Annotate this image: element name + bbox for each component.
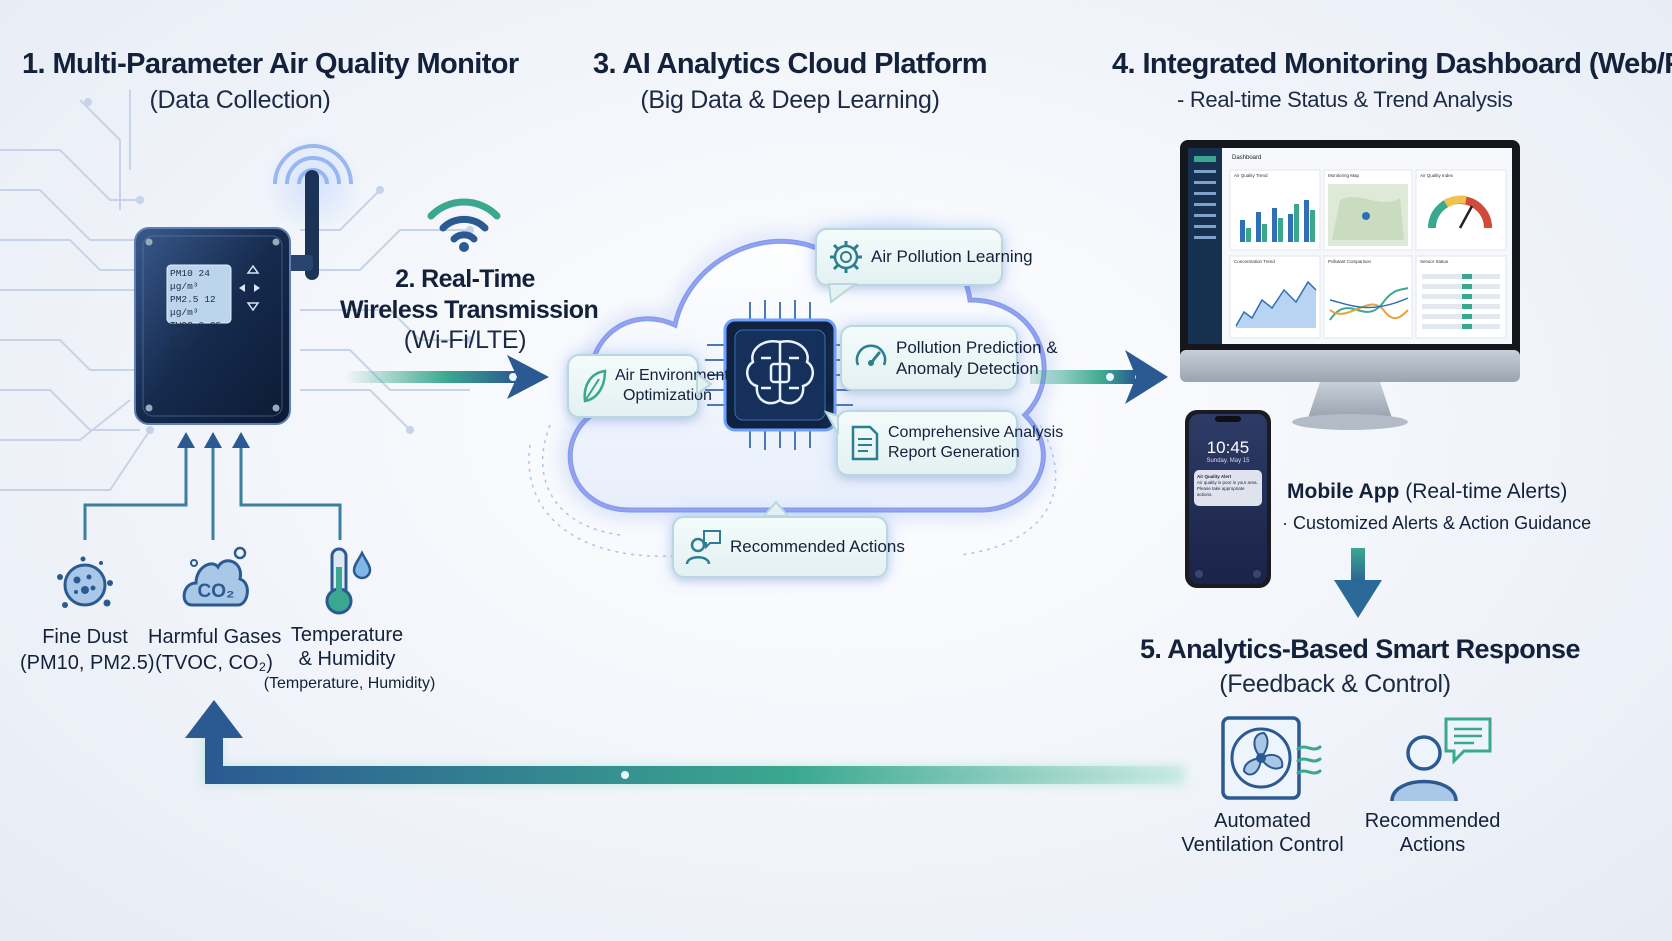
smartphone bbox=[1185, 410, 1271, 588]
callout-tail-actions bbox=[761, 500, 791, 517]
thermometer-droplet-icon bbox=[325, 547, 372, 615]
box-label-prediction-line1: Pollution Prediction & bbox=[896, 337, 1058, 357]
mobile-app-label-rest: (Real-time Alerts) bbox=[1399, 480, 1568, 503]
arrow-down-to-response bbox=[1334, 548, 1382, 618]
sensor-sub-harmful-gases: (TVOC, CO₂) bbox=[155, 652, 273, 674]
step2-title: 2. Real-Time bbox=[395, 265, 535, 293]
sensor-input-arrows bbox=[83, 432, 342, 540]
sensor-label-fine-dust: Fine Dust bbox=[42, 626, 128, 648]
box-label-actions: Recommended Actions bbox=[730, 537, 905, 557]
wifi-icon bbox=[427, 198, 501, 252]
step2-title-line2: Wireless Transmission bbox=[340, 296, 599, 324]
step1-subtitle: (Data Collection) bbox=[149, 86, 331, 114]
step2-subtitle: (Wi-Fi/LTE) bbox=[403, 326, 527, 354]
dash-panel-monitoring-map: Monitoring Map bbox=[1328, 173, 1360, 178]
response-ventilation-line1: Automated bbox=[1214, 810, 1311, 832]
box-label-prediction-line2: Anomaly Detection bbox=[896, 359, 1039, 378]
step3-subtitle: (Big Data & Deep Learning) bbox=[640, 86, 940, 114]
screen-row-tvoc: TVOC 0.25 ppm bbox=[170, 320, 222, 344]
person-chat-icon bbox=[1390, 717, 1492, 802]
step1-title: 1. Multi-Parameter Air Quality Monitor bbox=[22, 48, 519, 80]
callout-tail-report bbox=[823, 410, 839, 435]
screen-row-pm10: PM10 24 μg/m³ bbox=[170, 268, 210, 292]
gauge-icon bbox=[855, 344, 887, 366]
phone-time: 10:45 bbox=[1206, 438, 1250, 457]
notification-body: Air quality is poor in your area. Please… bbox=[1197, 480, 1258, 497]
svg-text:CO₂: CO₂ bbox=[198, 581, 235, 602]
box-label-report: Comprehensive Analysis Report Generation bbox=[888, 423, 1063, 463]
person-chat-icon bbox=[685, 530, 721, 565]
dash-panel-pollutant-comparison: Pollutant Comparison bbox=[1328, 259, 1372, 264]
sensor-label-humidity: & Humidity bbox=[298, 648, 396, 670]
dash-panel-air-quality-index: Air Quality Index bbox=[1420, 173, 1454, 178]
phone-notification: Air Quality Alert Air quality is poor in… bbox=[1197, 474, 1261, 498]
screen-row-pm25: PM2.5 12 μg/m³ bbox=[170, 294, 216, 318]
sensor-sub-fine-dust: (PM10, PM2.5) bbox=[20, 652, 155, 674]
step5-subtitle: (Feedback & Control) bbox=[1219, 670, 1451, 698]
sensor-label-temperature: Temperature bbox=[290, 624, 404, 646]
mobile-app-label: Mobile App (Real-time Alerts) bbox=[1287, 480, 1567, 504]
step4-title: 4. Integrated Monitoring Dashboard (Web/… bbox=[1112, 48, 1672, 80]
box-label-report-line1: Comprehensive Analysis bbox=[888, 424, 1064, 441]
feedback-loop-arrow bbox=[185, 700, 1185, 785]
box-label-learning: Air Pollution Learning bbox=[871, 247, 1033, 267]
ventilation-fan-icon bbox=[1221, 716, 1322, 800]
callout-tail-optimization bbox=[696, 372, 713, 396]
notification-title: Air Quality Alert bbox=[1197, 474, 1232, 479]
dash-panel-sensor-status: Sensor Status bbox=[1420, 259, 1449, 264]
device-screen: PM10 24 μg/m³ PM2.5 12 μg/m³ TVOC 0.25 p… bbox=[170, 267, 232, 371]
circuit-lines-decoration bbox=[0, 90, 474, 491]
box-label-prediction: Pollution Prediction & Anomaly Detection bbox=[896, 337, 1058, 380]
box-pollution-prediction: Pollution Prediction & Anomaly Detection bbox=[840, 325, 1058, 391]
response-actions-line2: Actions bbox=[1399, 834, 1466, 856]
mobile-app-sub: · Customized Alerts & Action Guidance bbox=[1282, 513, 1592, 533]
sensor-sub-temperature: (Temperature, Humidity) bbox=[263, 675, 436, 692]
gear-brain-icon bbox=[830, 241, 862, 273]
box-recommended-actions: Recommended Actions bbox=[672, 516, 905, 578]
screen-row-co2: CO₂ 425 ppm bbox=[170, 346, 210, 370]
dust-particle-icon bbox=[57, 556, 113, 608]
response-ventilation-line2: Ventilation Control bbox=[1181, 834, 1344, 856]
co2-cloud-icon: CO₂ bbox=[182, 546, 249, 607]
arrow-device-to-cloud bbox=[345, 355, 549, 399]
arrow-cloud-to-dashboard bbox=[1030, 350, 1168, 404]
mobile-app-label-bold: Mobile App bbox=[1287, 480, 1400, 503]
box-air-environment-optimization: Air Environment Optimization bbox=[567, 354, 729, 418]
response-actions-line1: Recommended bbox=[1364, 810, 1501, 832]
box-label-optimization-line2: Optimization bbox=[623, 387, 712, 404]
leaf-icon bbox=[583, 369, 607, 403]
ai-chip-brain-icon bbox=[705, 300, 855, 450]
sensor-label-harmful-gases: Harmful Gases bbox=[148, 626, 282, 648]
dash-panel-air-quality-trend: Air Quality Trend bbox=[1234, 173, 1268, 178]
step3-title: 3. AI Analytics Cloud Platform bbox=[593, 48, 988, 80]
box-label-report-line2: Report Generation bbox=[888, 444, 1020, 461]
dashboard-title: Dashboard bbox=[1232, 155, 1262, 161]
box-air-pollution-learning: Air Pollution Learning bbox=[815, 228, 1033, 286]
desktop-monitor bbox=[1180, 140, 1520, 430]
box-report-generation: Comprehensive Analysis Report Generation bbox=[836, 410, 1063, 476]
step4-subtitle: - Real-time Status & Trend Analysis bbox=[1177, 87, 1513, 112]
dash-panel-concentration-trend: Concentration Trend bbox=[1234, 259, 1275, 264]
phone-date: Sunday, May 15 bbox=[1206, 458, 1250, 464]
air-quality-monitor-device bbox=[134, 134, 363, 425]
document-icon bbox=[851, 425, 879, 461]
callout-tail-learning bbox=[827, 283, 858, 304]
step5-title: 5. Analytics-Based Smart Response bbox=[1140, 634, 1580, 664]
